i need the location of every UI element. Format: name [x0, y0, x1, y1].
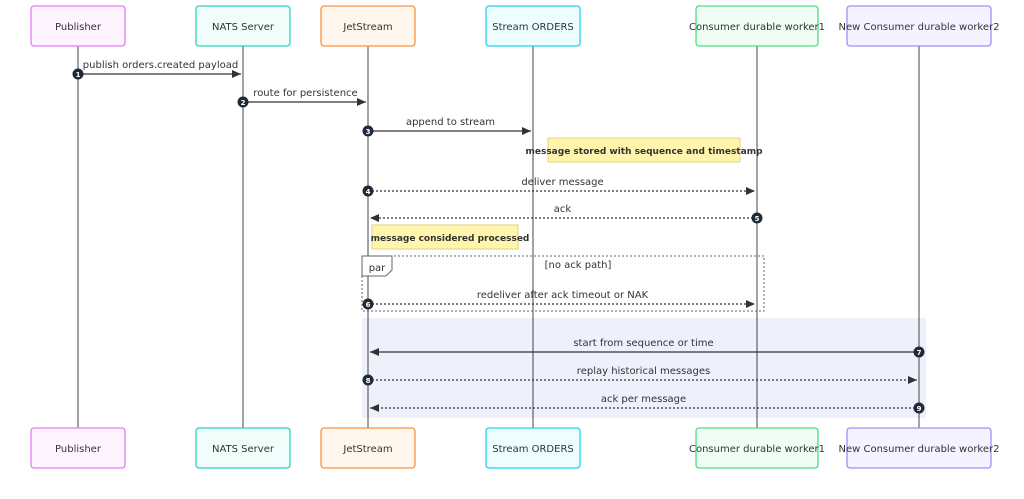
- message-label: deliver message: [521, 177, 603, 188]
- sequence-marker: [913, 402, 925, 414]
- par-block: par [no ack path]: [361, 255, 765, 312]
- participant-worker2-bottom: New Consumer durable worker2: [838, 427, 1000, 469]
- note-processed-box: [371, 224, 519, 250]
- replay-highlight-region: [362, 318, 926, 418]
- participant-box: [846, 427, 992, 469]
- participant-box: [695, 5, 819, 47]
- participant-worker1-bottom: Consumer durable worker1: [689, 427, 825, 469]
- sequence-number: 4: [366, 188, 371, 196]
- message-label: start from sequence or time: [573, 338, 713, 349]
- participant-label: JetStream: [342, 444, 392, 455]
- participant-box: [695, 427, 819, 469]
- participant-box: [846, 5, 992, 47]
- note-processed-text: message considered processed: [371, 234, 530, 244]
- sequence-number: 8: [366, 377, 371, 385]
- participant-box: [320, 5, 416, 47]
- message-label: append to stream: [406, 117, 495, 128]
- sequence-number: 1: [76, 71, 81, 79]
- participant-label: New Consumer durable worker2: [838, 444, 999, 455]
- participant-nats-top: NATS Server: [195, 5, 291, 47]
- participant-label: Stream ORDERS: [492, 22, 574, 33]
- participant-nats-bottom: NATS Server: [195, 427, 291, 469]
- note-stored-group: message stored with sequence and timesta…: [525, 137, 763, 163]
- message-label: ack: [554, 204, 572, 215]
- participant-worker1-top: Consumer durable worker1: [689, 5, 825, 47]
- participant-label: NATS Server: [212, 444, 275, 455]
- sequence-marker: [362, 185, 374, 197]
- message-label: publish orders.created payload: [83, 60, 238, 71]
- participant-label: NATS Server: [212, 22, 275, 33]
- sequence-marker: [751, 212, 763, 224]
- participant-label: Consumer durable worker1: [689, 444, 825, 455]
- participant-box: [195, 5, 291, 47]
- participant-worker2-top: New Consumer durable worker2: [838, 5, 1000, 47]
- sequence-number: 7: [917, 349, 922, 357]
- participant-label: Publisher: [55, 22, 102, 33]
- participant-label: Stream ORDERS: [492, 444, 574, 455]
- sequence-number: 9: [917, 405, 922, 413]
- sequence-number: 6: [366, 301, 371, 309]
- participant-label: Consumer durable worker1: [689, 22, 825, 33]
- message-5: ack 5: [370, 204, 763, 224]
- sequence-number: 2: [241, 99, 246, 107]
- message-label: replay historical messages: [577, 366, 710, 377]
- par-condition: [no ack path]: [545, 260, 612, 271]
- message-label: route for persistence: [253, 88, 357, 99]
- participant-box: [30, 5, 126, 47]
- message-label: ack per message: [601, 394, 686, 405]
- participant-box: [195, 427, 291, 469]
- message-4: deliver message 4: [362, 177, 755, 197]
- lifelines: [77, 46, 920, 428]
- message-3: append to stream 3: [362, 117, 531, 137]
- participant-box: [30, 427, 126, 469]
- note-stored-box: [547, 137, 741, 163]
- message-2: route for persistence 2: [237, 88, 366, 108]
- participant-box: [485, 427, 581, 469]
- sequence-number: 3: [366, 128, 371, 136]
- message-6: redeliver after ack timeout or NAK 6: [362, 290, 755, 310]
- par-keyword: par: [369, 263, 386, 274]
- sequence-marker: [237, 96, 249, 108]
- sequence-marker: [362, 374, 374, 386]
- participant-stream-top: Stream ORDERS: [485, 5, 581, 47]
- message-9: ack per message 9: [370, 394, 925, 414]
- participant-publisher-bottom: Publisher: [30, 427, 126, 469]
- sequence-marker: [913, 346, 925, 358]
- participant-stream-bottom: Stream ORDERS: [485, 427, 581, 469]
- note-processed-group: message considered processed: [371, 224, 530, 250]
- message-label: redeliver after ack timeout or NAK: [477, 290, 649, 301]
- participant-label: Publisher: [55, 444, 102, 455]
- sequence-marker: [72, 68, 84, 80]
- message-7: start from sequence or time 7: [370, 338, 925, 358]
- message-8: replay historical messages 8: [362, 366, 917, 386]
- par-block-frame: [361, 255, 765, 312]
- participant-jetstream-bottom: JetStream: [320, 427, 416, 469]
- participant-publisher-top: Publisher: [30, 5, 126, 47]
- note-stored-text: message stored with sequence and timesta…: [525, 147, 763, 157]
- participant-jetstream-top: JetStream: [320, 5, 416, 47]
- participant-box: [485, 5, 581, 47]
- participant-label: JetStream: [342, 22, 392, 33]
- sequence-marker: [362, 125, 374, 137]
- par-label-box: [361, 255, 393, 277]
- sequence-number: 5: [755, 215, 760, 223]
- sequence-marker: [362, 298, 374, 310]
- participant-label: New Consumer durable worker2: [838, 22, 999, 33]
- participant-box: [320, 427, 416, 469]
